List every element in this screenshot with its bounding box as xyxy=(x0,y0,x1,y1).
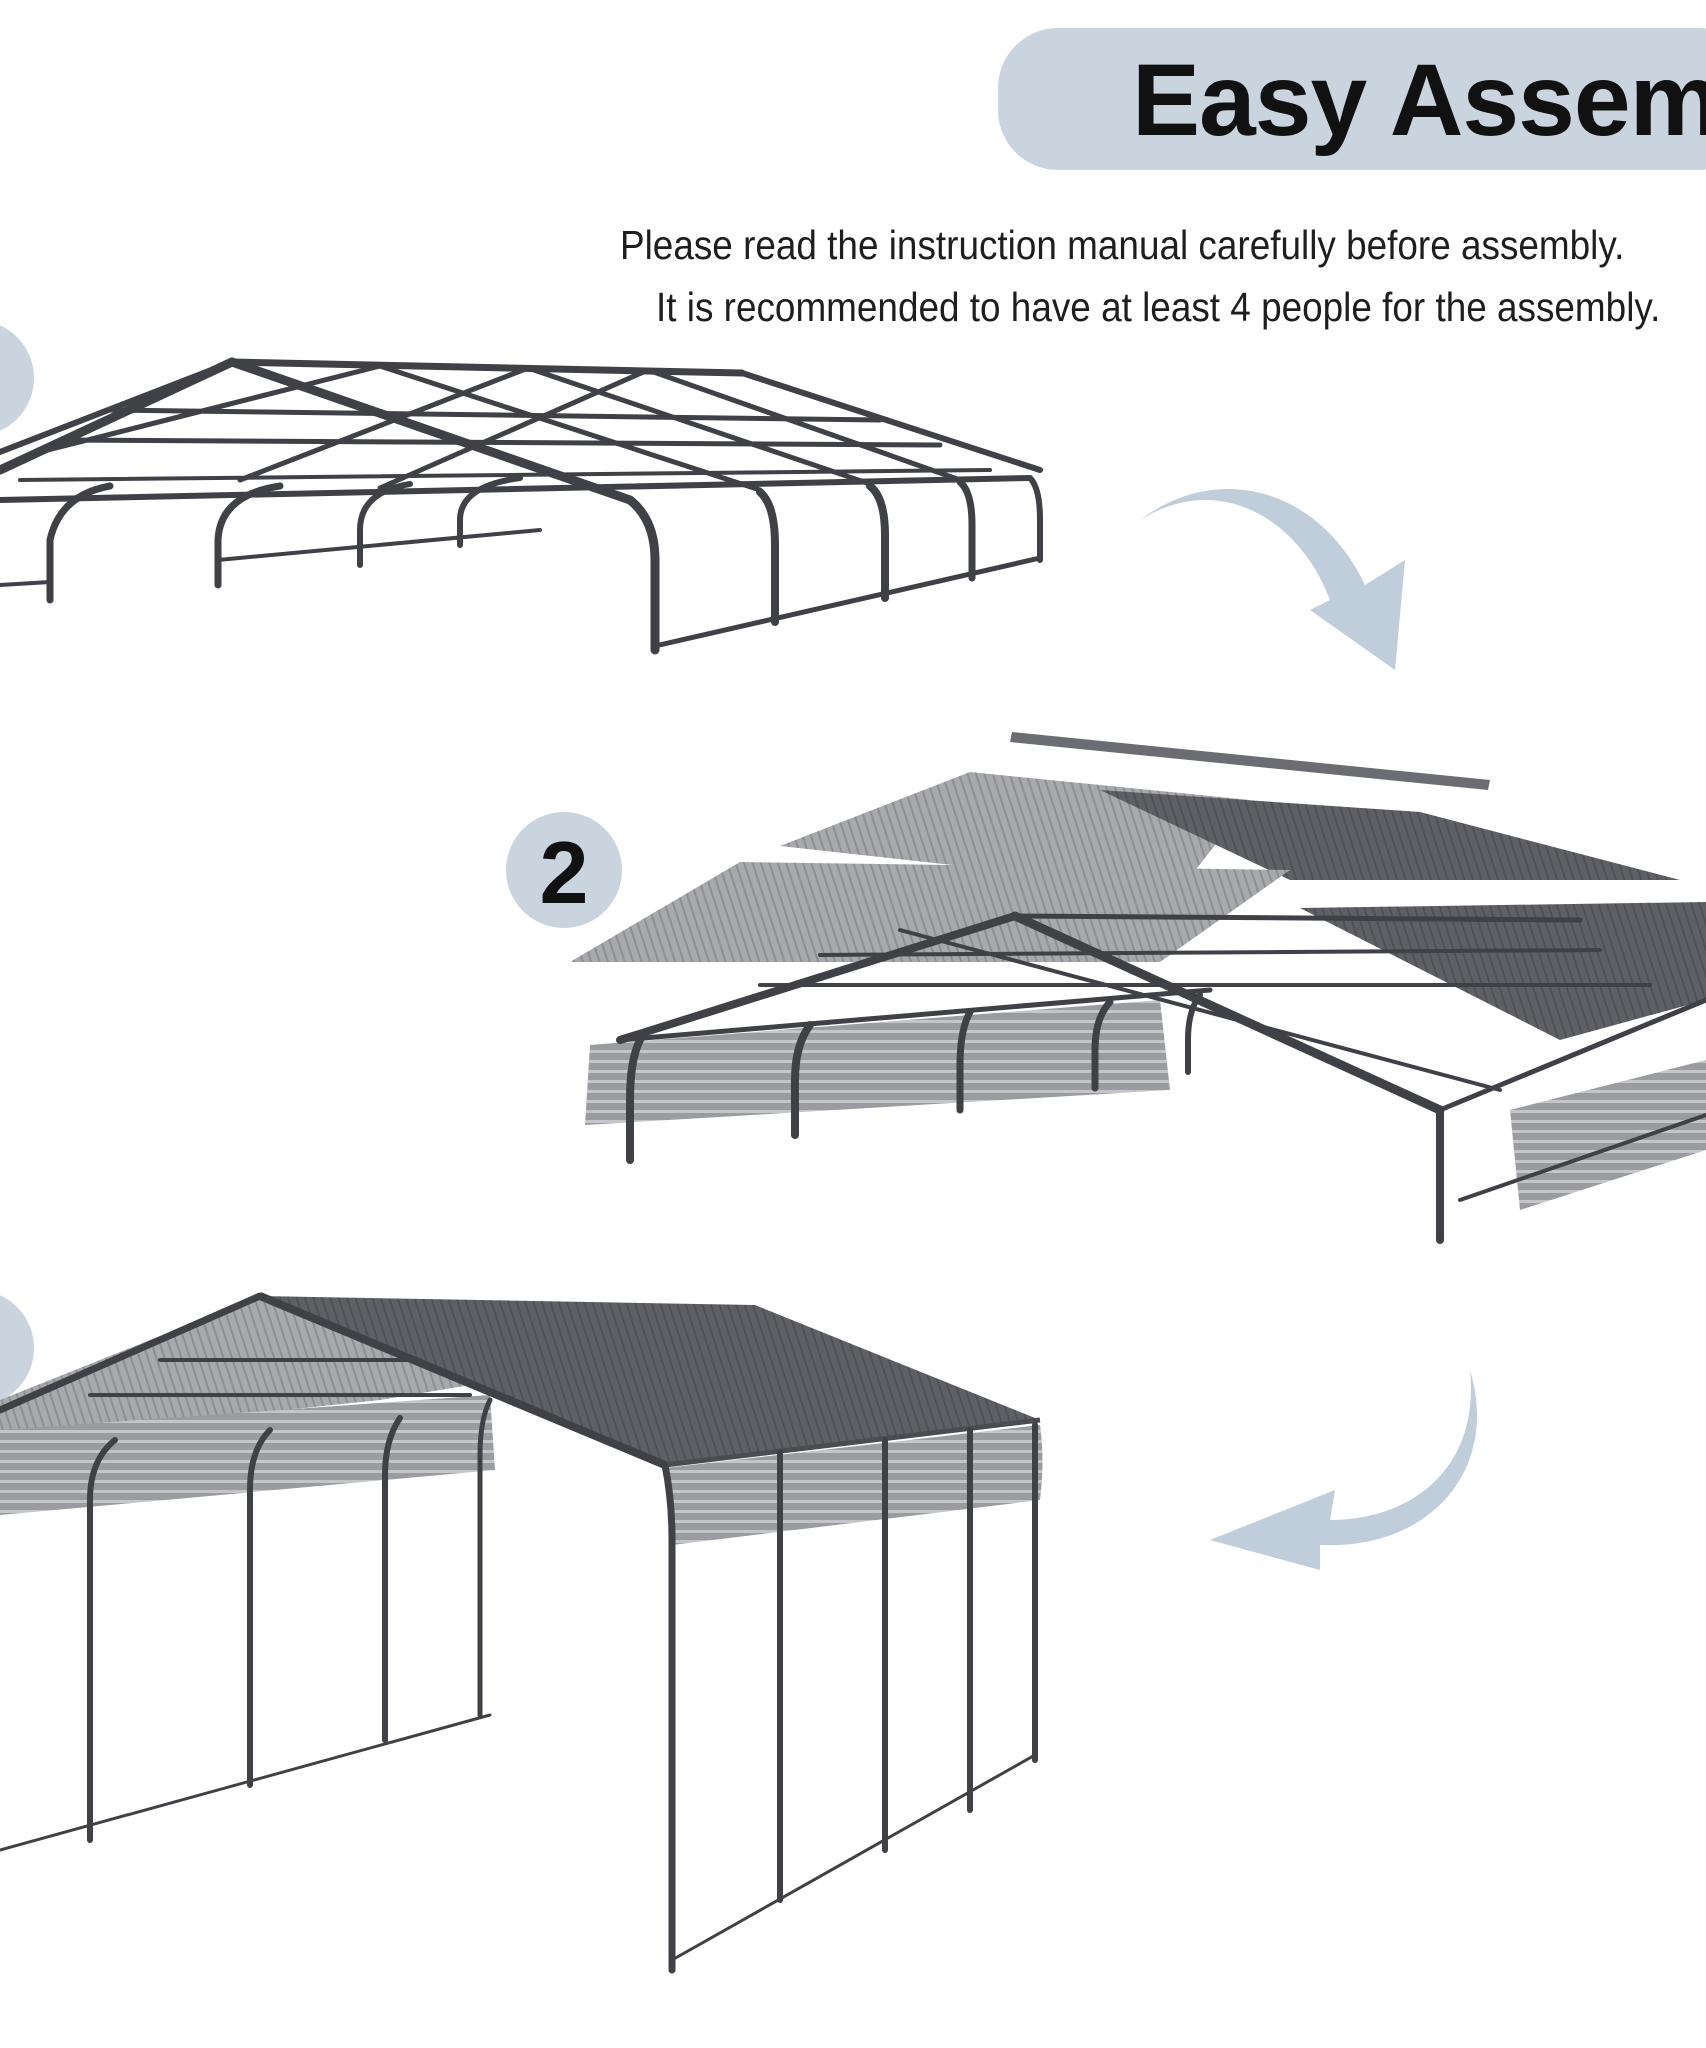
page-title: Easy Assembly xyxy=(1132,43,1706,157)
instruction-line-1: Please read the instruction manual caref… xyxy=(620,222,1625,268)
step-2-assembly xyxy=(570,732,1706,1244)
step-1-frame xyxy=(0,357,1043,655)
title-banner: Easy Assembly xyxy=(998,28,1706,170)
arrow-step-1-to-2 xyxy=(1140,489,1405,670)
step-2-number: 2 xyxy=(539,823,589,922)
arrow-step-2-to-3 xyxy=(1210,1370,1477,1570)
step-2-badge: 2 xyxy=(506,812,622,928)
step-3-carport xyxy=(0,1292,1043,1974)
instruction-line-2: It is recommended to have at least 4 peo… xyxy=(656,284,1661,330)
step-1-number: 1 xyxy=(0,330,34,432)
step-3-number: 3 xyxy=(0,1300,34,1402)
step-3-badge: 3 xyxy=(0,1290,34,1406)
step-1-badge: 1 xyxy=(0,320,34,436)
